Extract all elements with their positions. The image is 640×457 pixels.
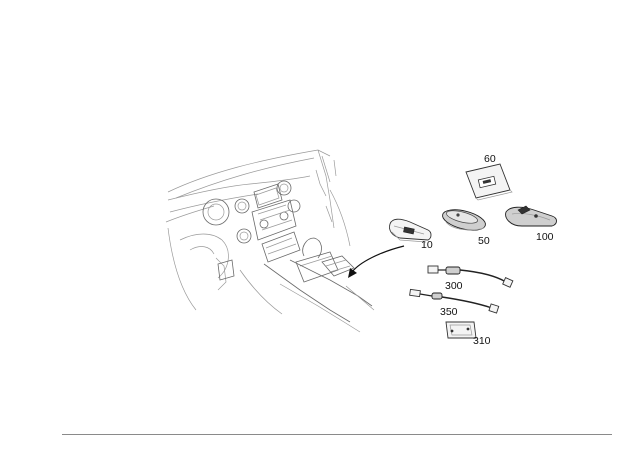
footer-divider	[62, 434, 612, 435]
part-10-key-cradle	[389, 218, 432, 243]
callout-50: 50	[478, 235, 490, 247]
part-60-manual	[465, 163, 513, 201]
callout-60: 60	[484, 153, 496, 165]
callout-300: 300	[445, 280, 463, 292]
part-300-cable	[427, 265, 514, 288]
part-350-cable	[409, 288, 500, 314]
callout-100: 100	[536, 231, 554, 243]
part-310-bracket	[445, 321, 477, 339]
install-location-arrow	[348, 245, 405, 278]
callout-350: 350	[440, 306, 458, 318]
part-100-key	[505, 205, 557, 227]
part-50-key-fob	[442, 209, 486, 231]
callout-310: 310	[473, 335, 491, 347]
vehicle-interior-drawing	[165, 149, 375, 333]
callout-10: 10	[421, 239, 433, 251]
